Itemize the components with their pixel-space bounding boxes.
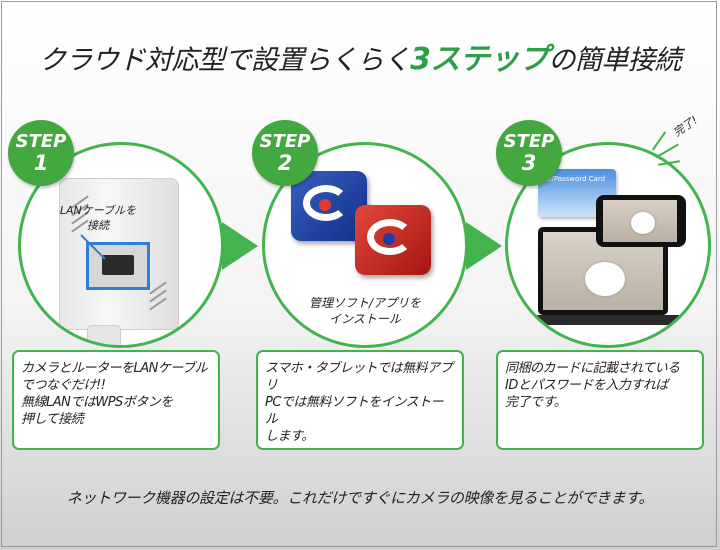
phone-camera-view <box>603 200 677 242</box>
swirl-icon <box>303 185 349 221</box>
step-3-badge-num: 3 <box>521 151 537 175</box>
step-1-badge-step: STEP <box>15 131 67 152</box>
title-highlight: 3ステップ <box>410 42 549 77</box>
step-1-circle: LANケーブルを 接続 <box>18 142 224 348</box>
step-3-badge-step: STEP <box>503 131 555 152</box>
step-1-badge: STEP 1 <box>8 120 74 186</box>
swirl-icon <box>367 219 413 255</box>
next-arrow-icon <box>466 222 502 270</box>
step-3-badge: STEP 3 <box>496 120 562 186</box>
footer-note: ネットワーク機器の設定は不要。これだけですぐにカメラの映像を見ることができます。 <box>66 489 654 507</box>
step-2-badge-step: STEP <box>259 131 311 152</box>
next-arrow-icon <box>222 222 258 270</box>
step-2-badge-num: 2 <box>277 151 293 175</box>
app-icon-red <box>355 205 431 275</box>
step-1-image-label: LANケーブルを 接続 <box>59 204 137 232</box>
laptop-base <box>526 315 682 325</box>
dog-image <box>631 212 655 234</box>
app-dot <box>319 199 331 211</box>
pointer-arrow-icon <box>80 234 106 260</box>
dog-image <box>585 262 625 296</box>
step-2-badge: STEP 2 <box>252 120 318 186</box>
step-2-image-label: 管理ソフト/アプリを インストール <box>308 296 422 326</box>
step-3-description: 同梱のカードに記載されている IDとパスワードを入力すれば 完了です。 <box>496 350 704 450</box>
page-title: クラウド対応型で設置らくらく3ステップの簡単接続 <box>0 34 720 78</box>
step-1-description: カメラとルーターをLANケーブル でつなぐだけ!! 無線LANではWPSボタンを… <box>12 350 220 450</box>
title-post: の簡単接続 <box>548 45 681 76</box>
step-1-badge-num: 1 <box>33 151 49 175</box>
app-dot <box>383 233 395 245</box>
lan-jack <box>102 255 134 275</box>
app-icon-blue <box>291 171 367 241</box>
router-stand <box>87 325 121 345</box>
id-card-text: ID/Password Card <box>544 175 606 183</box>
step-2-description: スマホ・タブレットでは無料アプリ PCでは無料ソフトをインストール します。 <box>256 350 464 450</box>
smartphone-image <box>596 195 686 247</box>
title-pre: クラウド対応型で設置らくらく <box>39 45 411 76</box>
